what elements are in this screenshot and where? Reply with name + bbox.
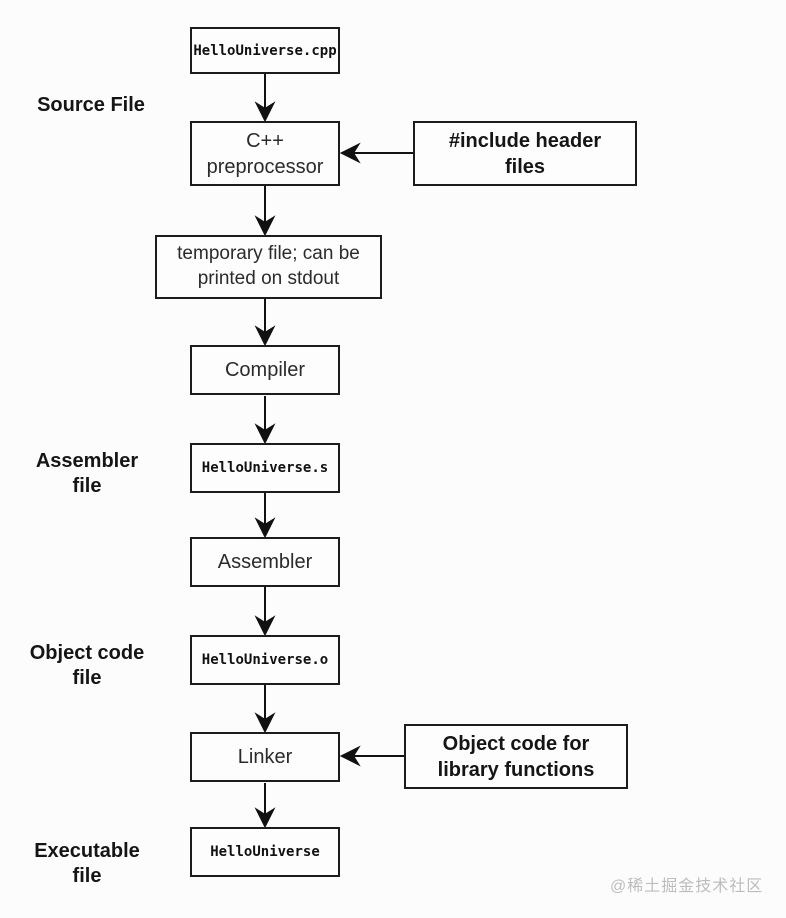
node-text: Compiler [224,359,306,381]
node-text: HelloUniverse.cpp [193,42,337,59]
stage-label-line: Assembler [35,450,139,472]
watermark-text: @稀土掘金技术社区 [610,878,764,895]
node-compiler: Compiler [190,345,340,395]
arrow-assembler-to-objfile [254,587,276,637]
node-text: preprocessor [206,155,324,178]
node-text: C++ [246,129,284,152]
stage-label-line: file [72,475,102,497]
annotation-library-objects: Object code for library functions [404,724,628,789]
node-assembly-file: HelloUniverse.s [190,443,340,493]
arrow-preprocessor-to-tempfile [254,186,276,237]
node-text: Assembler [217,551,313,573]
stage-label-object-code-file: Object code file [16,641,158,691]
arrow-asmfile-to-assembler [254,493,276,539]
arrow-objfile-to-linker [254,685,276,734]
arrow-includes-to-preprocessor [339,142,413,164]
arrow-libraries-to-linker [339,745,404,767]
node-source-file: HelloUniverse.cpp [190,27,340,74]
node-text: HelloUniverse.o [201,652,329,668]
stage-label-executable-file: Executable file [22,839,152,889]
stage-label-source-file: Source File [24,93,158,118]
annotation-include-headers: #include header files [413,121,637,186]
node-linker: Linker [190,732,340,782]
annotation-text: library functions [437,758,595,781]
stage-label-line: Source File [37,94,145,116]
stage-label-assembler-file: Assembler file [22,449,152,499]
arrow-tempfile-to-compiler [254,299,276,347]
node-object-file: HelloUniverse.o [190,635,340,685]
annotation-text: Object code for [442,732,590,755]
annotation-text: files [504,155,546,178]
stage-label-line: Executable [34,840,140,862]
stage-label-line: Object code [29,642,145,664]
node-assembler: Assembler [190,537,340,587]
node-text: HelloUniverse [210,844,320,860]
arrow-compiler-to-asmfile [254,396,276,445]
arrow-linker-to-executable [254,783,276,829]
stage-label-line: file [72,865,102,887]
arrow-source-to-preprocessor [254,74,276,123]
node-temporary-file: temporary file; can be printed on stdout [155,235,382,299]
annotation-text: #include header [448,129,602,152]
node-text: Linker [237,746,293,768]
node-text: temporary file; can be [177,243,360,265]
node-text: printed on stdout [197,268,340,289]
node-preprocessor: C++ preprocessor [190,121,340,186]
node-text: HelloUniverse.s [201,460,329,476]
node-executable: HelloUniverse [190,827,340,877]
stage-label-line: file [72,667,102,689]
